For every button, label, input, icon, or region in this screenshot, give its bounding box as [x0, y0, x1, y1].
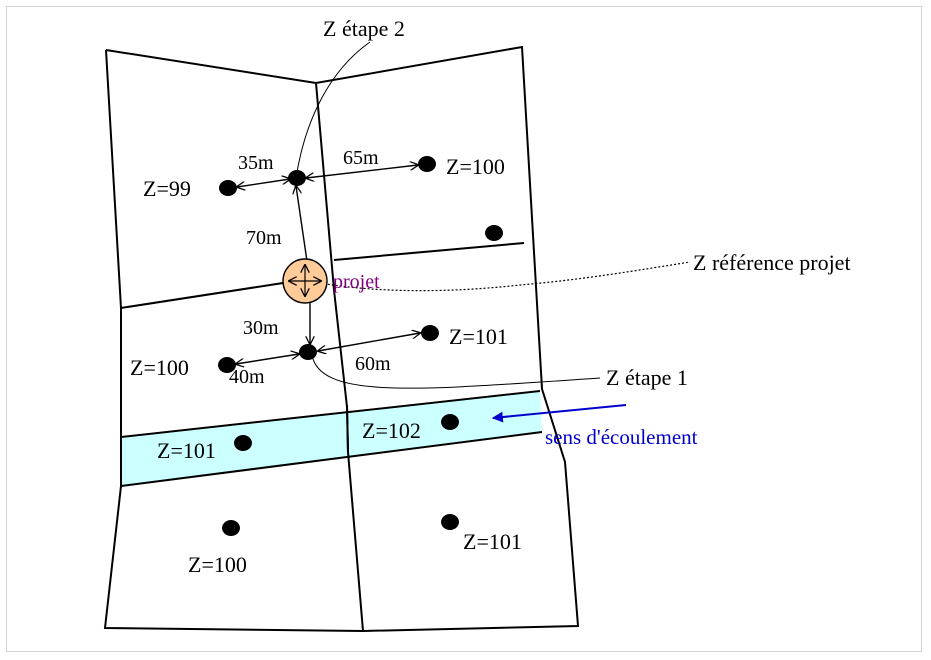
label-z100-top-right: Z=100: [446, 154, 505, 179]
channel-band: [121, 391, 542, 486]
leader-reference: [319, 261, 691, 292]
point-z100-mid-left: [218, 357, 236, 373]
flow-arrow: [491, 404, 627, 423]
point-z100-top-right: [418, 156, 436, 172]
outline: [103, 45, 580, 633]
label-40m: 40m: [229, 366, 265, 388]
point-z101-channel: [234, 435, 252, 451]
line-upper-right: [333, 242, 525, 261]
projet-arrows: [289, 265, 321, 296]
label-z101-bottom: Z=101: [463, 529, 522, 554]
label-65m: 65m: [343, 147, 379, 169]
line-channel-bottom: [120, 431, 543, 487]
arrow-70m: [296, 186, 308, 268]
label-z102-channel: Z=102: [362, 418, 421, 443]
label-z100-bottom: Z=100: [188, 552, 247, 577]
label-z-etape-1: Z étape 1: [606, 365, 688, 390]
point-z101-bottom: [441, 514, 459, 530]
label-35m: 35m: [238, 152, 274, 174]
arrow-60m: [318, 333, 420, 351]
point-z99: [219, 180, 237, 196]
arrow-65m: [306, 165, 418, 178]
point-etape-2: [288, 170, 306, 186]
arrow-40m: [236, 354, 299, 364]
point-z102-channel: [441, 414, 459, 430]
leader-etape-2: [295, 41, 371, 179]
left-edge-upper: [105, 49, 122, 437]
label-flow-direction: sens d'écoulement: [545, 425, 698, 449]
measurement-arrows: [236, 165, 420, 364]
label-30m: 30m: [243, 317, 279, 339]
point-unlabeled: [485, 225, 503, 241]
label-z101-channel: Z=101: [157, 438, 216, 463]
channel-divider: [346, 404, 349, 453]
label-z-reference: Z référence projet: [693, 250, 851, 275]
point-z100-bottom: [222, 520, 240, 536]
leader-etape-1: [311, 354, 601, 389]
label-70m: 70m: [246, 227, 282, 249]
line-upper-left: [120, 282, 284, 309]
line-channel-top: [120, 390, 541, 438]
label-z101-mid-right: Z=101: [449, 324, 508, 349]
label-z99: Z=99: [143, 176, 191, 201]
label-projet: projet: [333, 271, 380, 293]
annotation-leaders: [295, 41, 601, 389]
label-z-etape-2: Z étape 2: [323, 16, 405, 41]
label-z100-mid-left: Z=100: [130, 355, 189, 380]
point-markers: [218, 156, 503, 536]
parcel-grid: [103, 45, 580, 633]
figure-frame: [6, 6, 922, 652]
arrow-35m: [237, 179, 290, 187]
point-z101-mid-right: [421, 325, 439, 341]
point-etape-1: [299, 344, 317, 360]
label-60m: 60m: [355, 353, 391, 375]
